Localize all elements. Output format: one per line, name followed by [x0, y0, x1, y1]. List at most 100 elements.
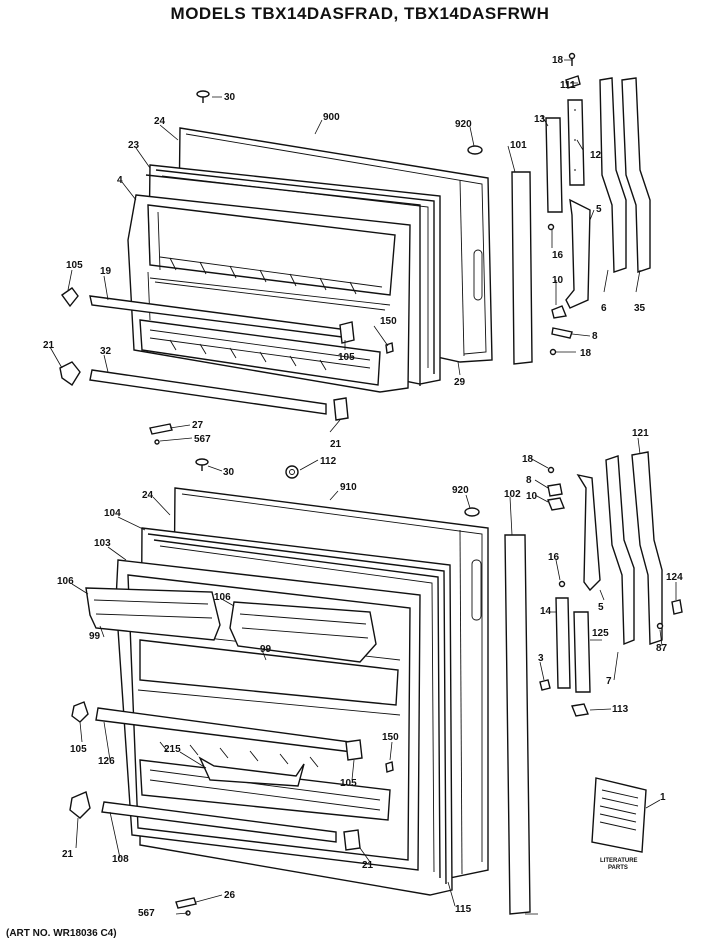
callout-8-top: 8 — [592, 331, 598, 342]
hinge-cap-111 — [565, 75, 581, 89]
screw-8-top — [551, 327, 573, 339]
door-handle-recess — [473, 249, 483, 301]
callout-21-c: 21 — [62, 849, 74, 860]
callout-14: 14 — [540, 606, 552, 617]
callout-32: 32 — [100, 346, 112, 357]
screw-30-lower — [195, 458, 209, 466]
callout-21-a: 21 — [43, 340, 55, 351]
callout-16-lower: 16 — [548, 552, 560, 563]
hinge-bracket-125 — [573, 611, 591, 693]
callout-150-lower: 150 — [382, 732, 399, 743]
callout-126: 126 — [98, 756, 115, 767]
callout-108: 108 — [112, 854, 129, 865]
callout-29: 29 — [454, 377, 466, 388]
shelf-support-105-right — [339, 321, 355, 344]
part-10-lower — [547, 497, 565, 511]
callout-112: 112 — [320, 456, 337, 467]
breaker-strip-102 — [504, 534, 531, 915]
callout-105-b: 105 — [338, 352, 355, 363]
callout-215: 215 — [164, 744, 181, 755]
callout-105-c: 105 — [70, 744, 87, 755]
screw-18-bottom — [549, 348, 557, 356]
hinge-5-top — [565, 198, 591, 309]
door-bin-106-right — [229, 601, 377, 663]
callout-12: 12 — [590, 150, 602, 161]
callout-19: 19 — [100, 266, 112, 277]
callout-30-top: 30 — [224, 92, 236, 103]
shelf-support-21-lower-left — [69, 791, 91, 819]
hinge-bracket-12 — [567, 99, 585, 186]
shelf-support-105-lower-left — [71, 701, 89, 723]
callout-567-top: 567 — [194, 434, 211, 445]
hinge-pin-27 — [149, 423, 173, 435]
part-124 — [671, 599, 683, 615]
callout-10-top: 10 — [552, 275, 564, 286]
hinge-bar-13 — [545, 117, 563, 213]
callout-18-lower: 18 — [522, 454, 534, 465]
callout-567-lower: 567 — [138, 908, 155, 919]
hinge-pin-26 — [175, 897, 197, 909]
plug-920-top — [467, 145, 483, 155]
fresh-food-shelf-bar-108 — [101, 801, 337, 843]
callout-4: 4 — [117, 175, 123, 186]
door-handle-recess-lower — [471, 559, 482, 621]
callout-7: 7 — [606, 676, 612, 687]
callout-labels: 18 111 13 12 101 920 900 30 24 23 4 105 … — [43, 55, 683, 919]
freezer-door-assembly — [59, 90, 533, 445]
shelf-support-105-left — [61, 287, 79, 308]
butter-tray-215 — [198, 756, 305, 787]
literature-caption-line2: PARTS — [608, 865, 628, 871]
callout-8-lower: 8 — [526, 475, 532, 486]
callout-24-top: 24 — [154, 116, 166, 127]
part-113 — [571, 703, 589, 717]
callout-30-lower: 30 — [223, 467, 235, 478]
freezer-shelf-bar-32 — [89, 369, 327, 415]
callout-115: 115 — [455, 904, 472, 915]
freezer-door-liner — [127, 194, 411, 393]
callout-121: 121 — [632, 428, 649, 439]
literature-caption-line1: LITERATURE — [600, 858, 638, 864]
freezer-hinge-hardware — [545, 52, 651, 356]
screw-16-top — [547, 223, 555, 231]
callout-16-top: 16 — [552, 250, 564, 261]
door-handle-121 — [631, 451, 663, 645]
callout-13: 13 — [534, 114, 546, 125]
fresh-food-door-assembly — [69, 458, 531, 916]
callout-99-left: 99 — [89, 631, 101, 642]
door-handle-35 — [621, 77, 651, 273]
hinge-bar-14 — [555, 597, 571, 689]
callout-6: 6 — [601, 303, 607, 314]
door-handle-6 — [599, 77, 627, 273]
callout-150-top: 150 — [380, 316, 397, 327]
callout-3: 3 — [538, 653, 544, 664]
screw-150-lower — [385, 761, 394, 773]
callout-5-lower: 5 — [598, 602, 604, 613]
callout-900: 900 — [323, 112, 340, 123]
callout-26: 26 — [224, 890, 236, 901]
door-handle-7 — [605, 455, 635, 646]
callout-5-top: 5 — [596, 204, 602, 215]
page-title: MODELS TBX14DASFRAD, TBX14DASFRWH — [170, 4, 550, 23]
shelf-support-21-right — [333, 397, 349, 421]
hinge-5-lower — [576, 473, 601, 592]
screw-8-lower — [547, 483, 563, 497]
leader-lines — [49, 59, 677, 915]
callout-106-right: 106 — [214, 592, 231, 603]
callout-1: 1 — [660, 792, 666, 803]
callout-910: 910 — [340, 482, 357, 493]
callout-106-left: 106 — [57, 576, 74, 587]
callout-125: 125 — [592, 628, 609, 639]
callout-10-lower: 10 — [526, 491, 538, 502]
callout-87: 87 — [656, 643, 668, 654]
callout-35: 35 — [634, 303, 646, 314]
bushing-112 — [285, 465, 299, 479]
callout-21-d: 21 — [362, 860, 374, 871]
screw-87 — [656, 622, 664, 630]
part-10-top — [551, 305, 567, 319]
callout-24-lower: 24 — [142, 490, 154, 501]
callout-21-b: 21 — [330, 439, 342, 450]
shelf-support-21-lower-right — [343, 829, 361, 851]
callout-101: 101 — [510, 140, 527, 151]
callout-111: 111 — [560, 80, 576, 91]
